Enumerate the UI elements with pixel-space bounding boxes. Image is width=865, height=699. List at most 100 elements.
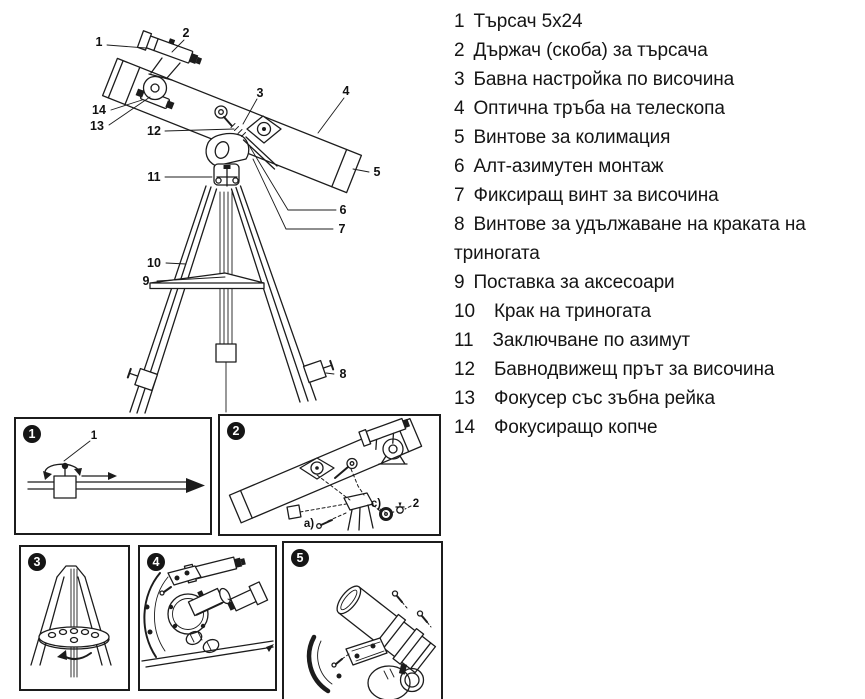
inset-step-4: 4 bbox=[138, 545, 277, 691]
legend-item-number: 4 bbox=[454, 98, 465, 119]
leg-clamp-right bbox=[302, 359, 335, 384]
legend-item-text: Поставка за аксесоари bbox=[473, 272, 675, 293]
callout-number: 5 bbox=[374, 165, 381, 179]
step-number-badge: 4 bbox=[147, 553, 165, 571]
legend-item-text: Бавна настройка по височина bbox=[473, 69, 735, 90]
legend-item: 5 Винтове за колимация bbox=[454, 123, 856, 152]
legend-item-number: 13 bbox=[454, 388, 475, 409]
inset-step-1: 1 1 bbox=[14, 417, 212, 535]
legend-item-text: Бавнодвижещ прът за височина bbox=[493, 359, 775, 380]
callout-number: 11 bbox=[147, 170, 160, 184]
leader-line bbox=[352, 168, 370, 173]
optical-tube bbox=[101, 57, 363, 194]
inset-3-art bbox=[30, 565, 112, 678]
callout-number: 9 bbox=[143, 274, 150, 288]
azimuth-lock bbox=[213, 163, 240, 187]
tube-detail bbox=[336, 585, 437, 674]
callout-number: 13 bbox=[90, 119, 104, 133]
step-number-badge: 1 bbox=[23, 425, 41, 443]
step-number-badge: 3 bbox=[28, 553, 46, 571]
legend-item-number: 9 bbox=[454, 272, 465, 293]
legend-item: 1 Търсач 5x24 bbox=[454, 7, 856, 36]
telescope-art bbox=[101, 30, 363, 414]
callout-number: 1 bbox=[96, 35, 103, 49]
leader-line bbox=[156, 276, 226, 282]
callout-number: 4 bbox=[343, 84, 350, 98]
callout-number: a) bbox=[304, 518, 314, 530]
legend-item: 7 Фиксиращ винт за височина bbox=[454, 181, 856, 210]
inset-step-3: 3 bbox=[19, 545, 130, 691]
leader-line bbox=[325, 372, 335, 375]
legend-item: 4 Оптична тръба на телескопа bbox=[454, 94, 856, 123]
focuser bbox=[135, 75, 175, 110]
legend-item-text: Държач (скоба) за търсача bbox=[473, 40, 708, 61]
legend-item-number: 7 bbox=[454, 185, 465, 206]
legend-item-number: 1 bbox=[454, 11, 465, 32]
leader-line bbox=[110, 99, 143, 111]
legend-item-number: 14 bbox=[454, 417, 475, 438]
callout-number: 7 bbox=[339, 222, 346, 236]
legend-item-text: Фокусиращо копче bbox=[493, 417, 658, 438]
inset-4-art bbox=[141, 556, 274, 668]
leader-line bbox=[327, 512, 347, 522]
legend-item-number: 12 bbox=[454, 359, 475, 380]
legend-item: 12 Бавнодвижещ прът за височина bbox=[454, 355, 856, 384]
callout-number: 3 bbox=[257, 86, 264, 100]
leader-line bbox=[404, 505, 412, 510]
legend-item-text: Винтове за удължаване на краката на трин… bbox=[454, 214, 806, 264]
tripod bbox=[129, 185, 317, 414]
callout-number: 10 bbox=[147, 256, 161, 270]
legend-item-number: 5 bbox=[454, 127, 465, 148]
callout-number: 2 bbox=[413, 498, 419, 510]
legend-item: 11 Заключване по азимут bbox=[454, 326, 856, 355]
callout-number: 12 bbox=[147, 124, 161, 138]
callout-number: 8 bbox=[340, 367, 347, 381]
leader-line bbox=[63, 440, 91, 462]
legend-item-text: Фиксиращ винт за височина bbox=[473, 185, 719, 206]
eyepiece bbox=[227, 581, 269, 612]
legend-item: 13 Фокусер със зъбна рейка bbox=[454, 384, 856, 413]
legend-item-number: 6 bbox=[454, 156, 465, 177]
callout-number: 6 bbox=[340, 203, 347, 217]
inset-2-art: a) c) 2 bbox=[228, 417, 423, 531]
legend-item: 14 Фокусиращо копче bbox=[454, 413, 856, 442]
legend-item-text: Крак на триногата bbox=[493, 301, 652, 322]
leader-line bbox=[249, 146, 337, 211]
alt-azimuth-mount bbox=[205, 115, 282, 167]
leader-line bbox=[379, 508, 386, 513]
inset-1-labels: 1 bbox=[63, 430, 98, 462]
legend-item-text: Алт-азимутен монтаж bbox=[473, 156, 664, 177]
callout-number: 1 bbox=[91, 430, 98, 442]
legend-item-number: 8 bbox=[454, 214, 465, 235]
inset-2-labels: a) c) 2 bbox=[304, 498, 419, 530]
legend-item-text: Заключване по азимут bbox=[492, 330, 691, 351]
leader-line bbox=[242, 98, 258, 125]
legend-item: 10 Крак на триногата bbox=[454, 297, 856, 326]
legend-item-number: 2 bbox=[454, 40, 465, 61]
leader-line bbox=[164, 128, 235, 132]
finder-scope bbox=[136, 30, 203, 81]
inset-5-art bbox=[306, 585, 437, 699]
legend-item-text: Търсач 5x24 bbox=[473, 11, 583, 32]
leader-line bbox=[317, 97, 345, 134]
finder-on-tube bbox=[358, 417, 411, 450]
slow-motion-rod bbox=[214, 105, 278, 170]
inset-step-5: 5 bbox=[282, 541, 443, 699]
leader-line bbox=[106, 44, 147, 49]
leader-line bbox=[171, 39, 185, 53]
legend-item-text: Винтове за колимация bbox=[473, 127, 671, 148]
inset-1-art: 1 bbox=[27, 430, 205, 499]
accessory-tray bbox=[149, 272, 265, 290]
legend-item-number: 10 bbox=[454, 301, 475, 322]
legend-item: 6 Алт-азимутен монтаж bbox=[454, 152, 856, 181]
legend-item: 3 Бавна настройка по височина bbox=[454, 65, 856, 94]
legend-item-text: Фокусер със зъбна рейка bbox=[493, 388, 715, 409]
callout-number: c) bbox=[371, 498, 381, 510]
legend-item-number: 3 bbox=[454, 69, 465, 90]
legend-item: 2 Държач (скоба) за търсача bbox=[454, 36, 856, 65]
legend-item-text: Оптична тръба на телескопа bbox=[473, 98, 725, 119]
inset-step-2: 2 bbox=[218, 414, 441, 536]
legend-item-number: 11 bbox=[454, 330, 474, 351]
leg-clamp-left bbox=[126, 367, 159, 392]
